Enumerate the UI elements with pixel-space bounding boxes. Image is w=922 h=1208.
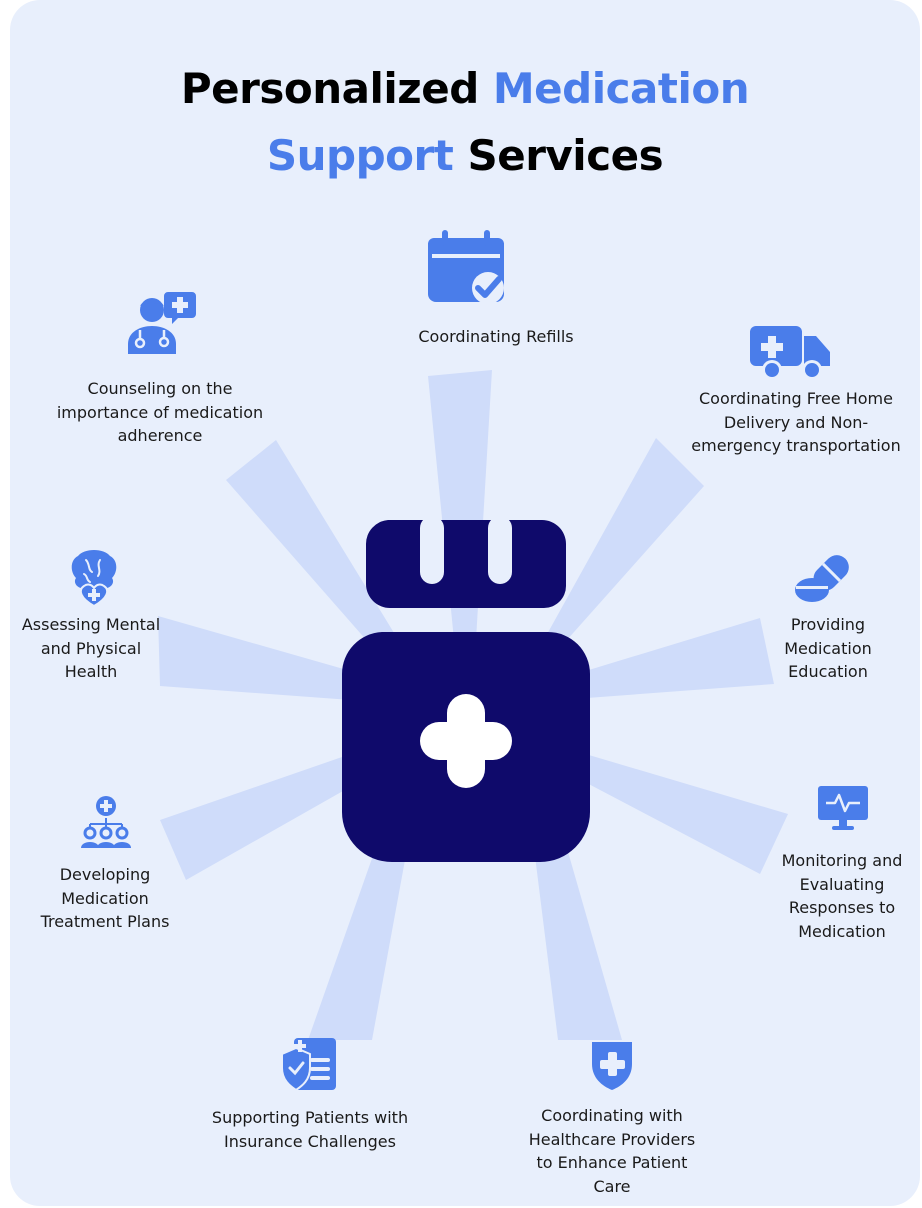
ambulance-icon <box>750 326 830 380</box>
medical-team-icon <box>81 796 131 848</box>
pills-icon <box>795 555 849 602</box>
ray-left-lower <box>160 748 380 880</box>
ray-left <box>158 616 382 702</box>
service-label-monitoring-responses: Monitoring and Evaluating Responses to M… <box>781 851 903 941</box>
ray-top-right <box>546 438 704 650</box>
title-word-personalized: Personalized <box>180 64 479 113</box>
brain-heart-icon <box>71 550 117 608</box>
insurance-document-icon <box>282 1038 336 1092</box>
service-label-coordinating-refills: Coordinating Refills <box>418 327 574 346</box>
ray-top-left <box>226 440 402 658</box>
ray-right-lower <box>562 750 788 874</box>
medicine-bottle-icon <box>341 520 590 862</box>
ray-burst <box>158 370 788 1040</box>
service-label-coordinating-providers: Coordinating with Healthcare Providers t… <box>528 1106 696 1196</box>
medical-shield-icon <box>592 1042 632 1090</box>
doctor-counseling-icon <box>128 292 196 354</box>
service-label-insurance-challenges: Supporting Patients with Insurance Chall… <box>211 1108 409 1151</box>
service-label-treatment-plans: Developing Medication Treatment Plans <box>40 865 170 931</box>
service-label-medication-education: Providing Medication Education <box>784 615 872 681</box>
page-title-line-2: Support Services <box>10 131 920 180</box>
infographic-card <box>10 0 920 1206</box>
heart-monitor-icon <box>818 786 868 830</box>
service-label-home-delivery: Coordinating Free Home Delivery and Non-… <box>691 389 901 455</box>
service-label-counseling-adherence: Counseling on the importance of medicati… <box>56 379 264 445</box>
title-word-medication: Medication <box>492 64 750 113</box>
ray-right <box>556 618 774 700</box>
calendar-check-icon <box>428 230 504 304</box>
service-label-mental-physical-health: Assessing Mental and Physical Health <box>21 615 161 681</box>
title-word-support: Support <box>266 131 454 180</box>
title-word-services: Services <box>467 131 664 180</box>
page-title-line-1: Personalized Medication <box>10 64 920 113</box>
